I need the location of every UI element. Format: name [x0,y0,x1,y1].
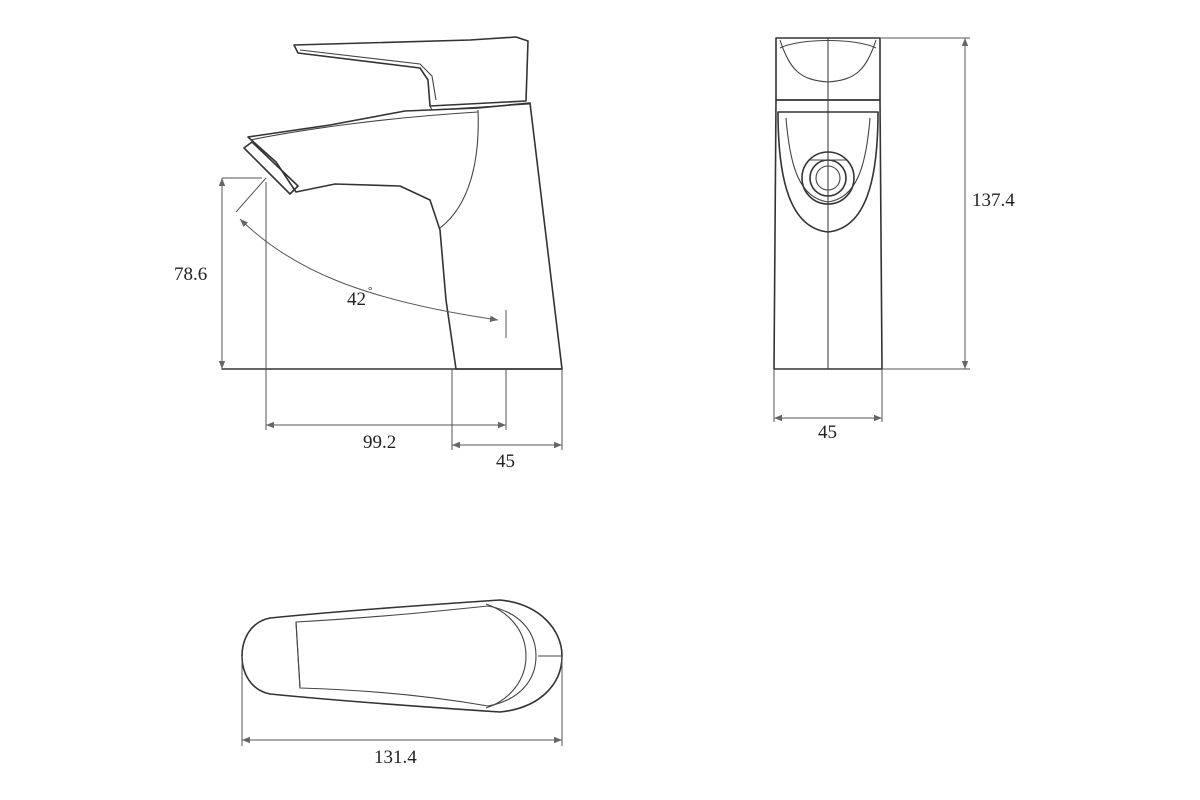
dim-angle-unit: ° [368,285,372,297]
top-view: 131.4 [241,599,563,768]
dim-base-depth-side: 45 [496,451,515,472]
side-lever-inner [299,49,437,101]
dim-total-height: 137.4 [972,190,1015,211]
front-aerator-outer [801,151,855,205]
top-outline [241,599,563,713]
side-view: 78.6 42 ° 99.2 45 [174,36,563,472]
side-lever-handle [293,36,529,107]
front-view: 137.4 45 [773,37,1015,443]
dim-base-width-front: 45 [818,422,837,443]
front-spout-cowl [777,111,879,233]
side-aerator [243,141,299,195]
side-body-curve [439,109,479,229]
front-aerator-inner [815,165,841,191]
dim-spout-angle: 42 [347,289,366,310]
dim-spout-height: 78.6 [174,264,207,285]
top-lever-inner [295,605,537,707]
dim-total-length-top: 131.4 [374,747,417,768]
dim-spout-reach: 99.2 [363,432,396,453]
side-body [247,102,563,370]
